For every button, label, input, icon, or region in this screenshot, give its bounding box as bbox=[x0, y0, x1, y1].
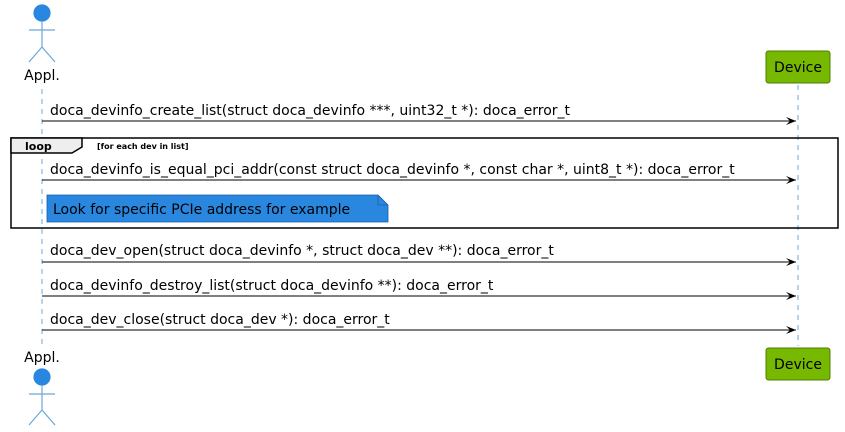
arrowhead-icon bbox=[786, 117, 796, 125]
actor-label: Appl. bbox=[24, 68, 60, 84]
note-text: Look for specific PCIe address for examp… bbox=[53, 202, 350, 218]
message-label: doca_dev_close(struct doca_dev *): doca_… bbox=[50, 312, 390, 328]
loop-frame: loop [for each dev in list] bbox=[10, 137, 839, 229]
arrowhead-icon bbox=[786, 326, 796, 334]
participant-box bbox=[765, 347, 831, 381]
note: Look for specific PCIe address for examp… bbox=[46, 194, 389, 223]
message-label: doca_devinfo_is_equal_pci_addr(const str… bbox=[50, 162, 735, 178]
message-label: doca_devinfo_create_list(struct doca_dev… bbox=[50, 103, 571, 119]
message-3: doca_dev_open(struct doca_devinfo *, str… bbox=[42, 243, 796, 266]
actor-leg-right bbox=[41, 409, 56, 426]
loop-guard: [for each dev in list] bbox=[97, 142, 189, 151]
participant-device-bottom: Device bbox=[765, 347, 831, 381]
actor-leg-right bbox=[41, 46, 56, 63]
participant-device-top: Device bbox=[765, 50, 831, 84]
actor-label: Appl. bbox=[24, 350, 60, 366]
message-5: doca_dev_close(struct doca_dev *): doca_… bbox=[42, 312, 796, 334]
note-fold-icon bbox=[377, 195, 388, 206]
actor-appl-bottom: Appl. bbox=[24, 350, 60, 426]
actor-leg-left bbox=[28, 46, 43, 63]
message-label: doca_devinfo_destroy_list(struct doca_de… bbox=[50, 278, 494, 294]
note-body bbox=[46, 194, 389, 223]
participant-label: Device bbox=[774, 357, 822, 373]
loop-label-tab bbox=[10, 137, 83, 154]
arrowhead-icon bbox=[786, 292, 796, 300]
participant-box bbox=[765, 50, 831, 84]
arrowhead-icon bbox=[786, 176, 796, 184]
actor-head-icon bbox=[33, 368, 51, 386]
arrowhead-icon bbox=[786, 258, 796, 266]
loop-keyword: loop bbox=[25, 140, 52, 153]
message-label: doca_dev_open(struct doca_devinfo *, str… bbox=[50, 243, 554, 259]
actor-head-icon bbox=[33, 4, 51, 22]
message-4: doca_devinfo_destroy_list(struct doca_de… bbox=[42, 278, 796, 300]
participant-label: Device bbox=[774, 60, 822, 76]
message-2: doca_devinfo_is_equal_pci_addr(const str… bbox=[42, 162, 796, 184]
actor-leg-left bbox=[28, 409, 43, 426]
loop-border bbox=[10, 137, 839, 229]
message-1: doca_devinfo_create_list(struct doca_dev… bbox=[42, 103, 796, 125]
actor-appl-top: Appl. bbox=[24, 4, 60, 84]
